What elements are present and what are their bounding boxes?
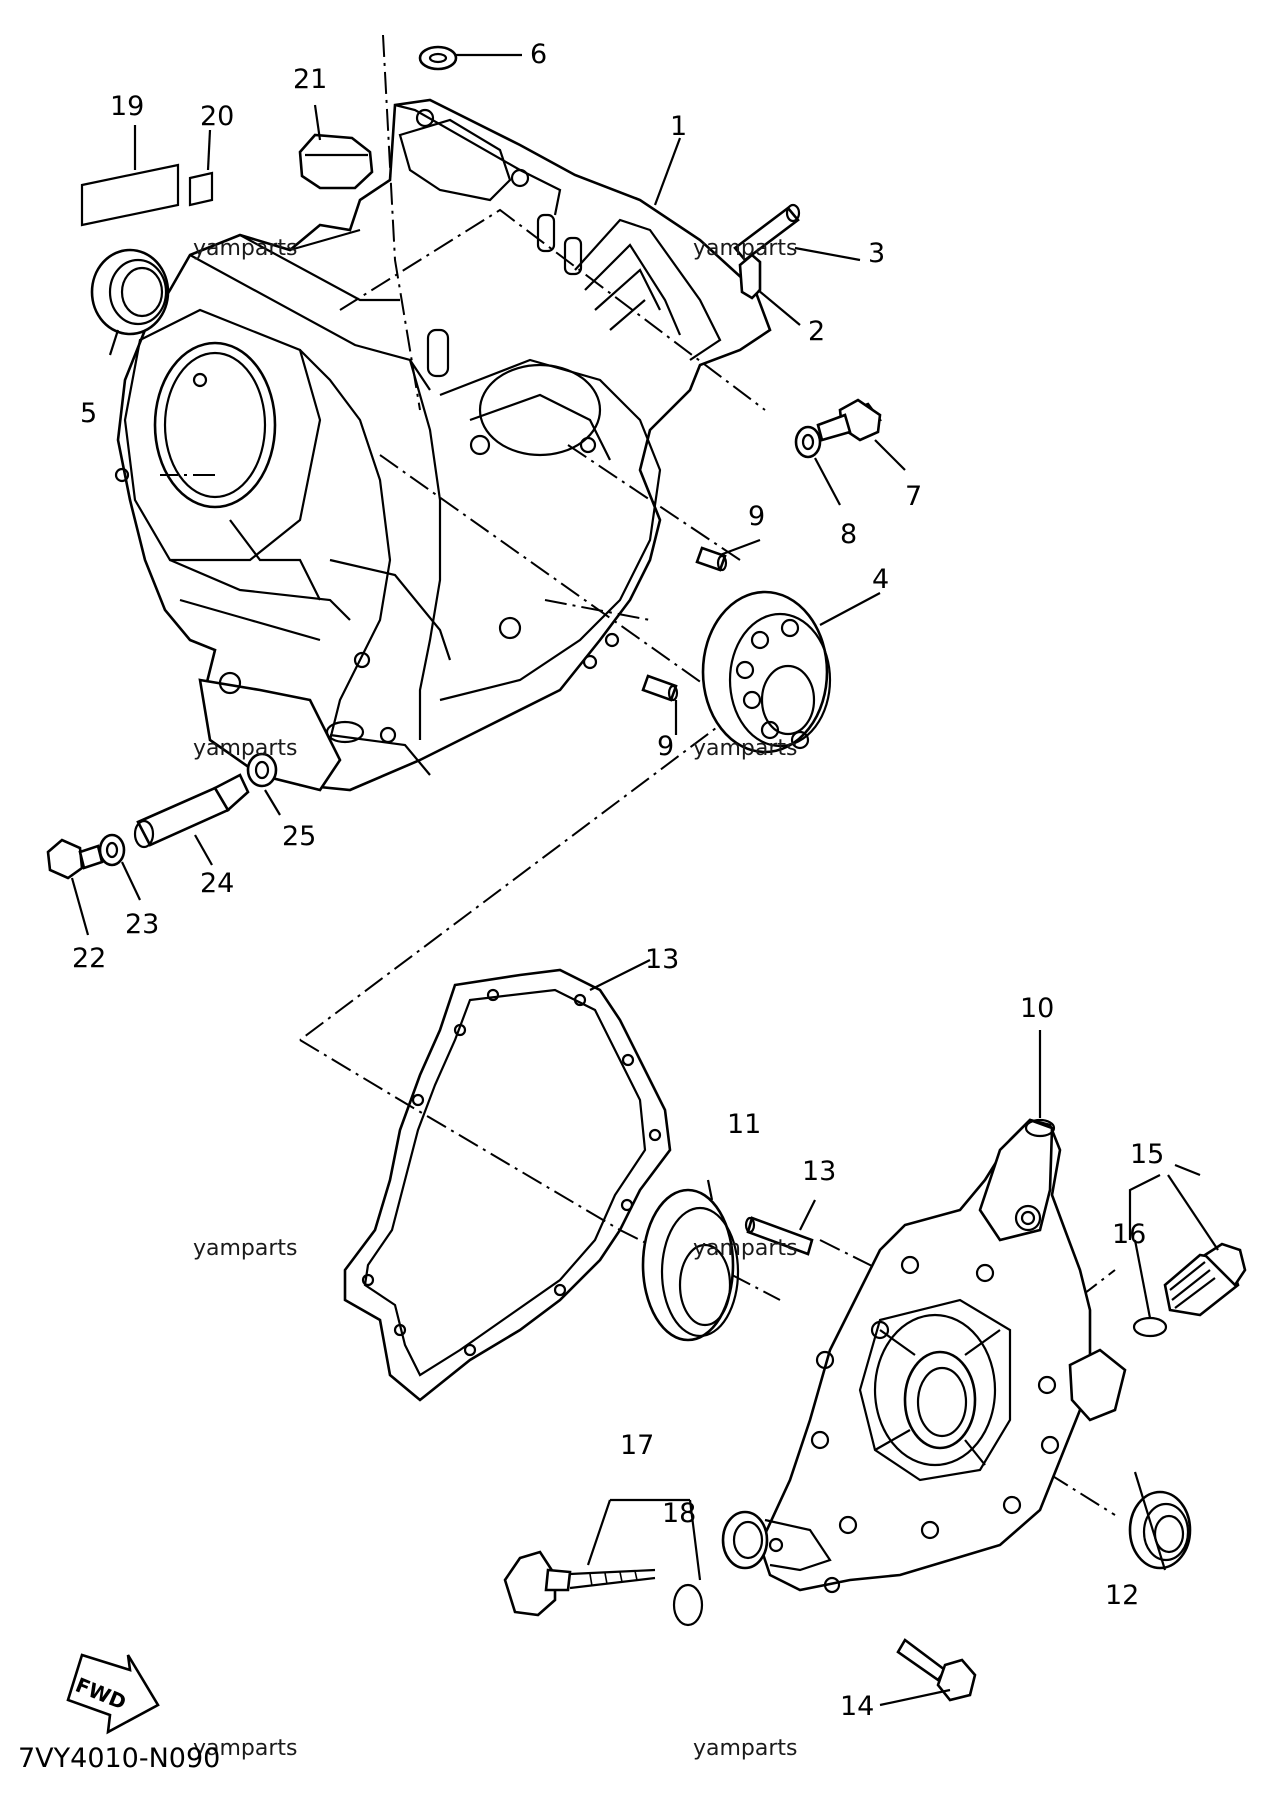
callout-10: 10 xyxy=(1020,993,1054,1024)
leader-lines xyxy=(70,53,1219,1707)
watermark: yamparts xyxy=(193,736,298,761)
callout-21: 20 xyxy=(200,101,234,132)
watermark: yamparts xyxy=(693,736,798,761)
watermark: yamparts xyxy=(193,1236,298,1261)
bolt-part-15 xyxy=(896,1638,977,1702)
callout-5: 5 xyxy=(80,398,97,429)
fwd-direction-arrow xyxy=(66,1653,160,1735)
callout-9-upper: 9 xyxy=(748,501,765,532)
callout-14: 13 xyxy=(645,944,679,975)
spacer-part-25 xyxy=(133,773,250,849)
callout-11: 11 xyxy=(727,1109,761,1140)
washer-part-8 xyxy=(794,425,822,459)
oil-seal-part-11 xyxy=(641,1188,740,1342)
upper-center-lines xyxy=(160,34,766,1041)
callout-2: 2 xyxy=(808,316,825,347)
o-ring-part-19 xyxy=(672,1583,704,1627)
callout-labels: 6 21 19 20 1 3 2 5 7 8 9 4 9 25 24 23 22… xyxy=(72,39,1164,1722)
clip-part-2 xyxy=(738,253,762,300)
plug-part-22 xyxy=(298,133,374,190)
callout-1: 1 xyxy=(670,111,687,142)
bearing-part-4 xyxy=(701,590,832,754)
watermark: yamparts xyxy=(693,236,798,261)
dowel-part-9-a xyxy=(695,546,728,572)
callout-25: 24 xyxy=(200,868,234,899)
callout-22: 21 xyxy=(293,64,327,95)
watermark: yamparts xyxy=(693,1736,798,1761)
diagram-code: 7VY4010-N090 xyxy=(18,1743,220,1774)
callout-3: 3 xyxy=(868,238,885,269)
callout-26: 25 xyxy=(282,821,316,852)
watermark: yamparts xyxy=(693,1236,798,1261)
callout-12: 12 xyxy=(1105,1580,1139,1611)
crankcase-body xyxy=(114,98,772,792)
watermark: yamparts xyxy=(193,236,298,261)
callout-6: 6 xyxy=(530,39,547,70)
callout-20: 19 xyxy=(110,91,144,122)
pin-part-13 xyxy=(744,1216,814,1256)
callout-24: 23 xyxy=(125,909,159,940)
callout-15: 14 xyxy=(840,1691,874,1722)
watermarks: yamparts yamparts yamparts yamparts yamp… xyxy=(193,236,798,1761)
level-switch-part-16 xyxy=(1163,1242,1247,1317)
washer-part-26 xyxy=(246,752,278,788)
bolt-part-7 xyxy=(816,398,882,442)
callout-23: 22 xyxy=(72,943,106,974)
callout-7: 7 xyxy=(905,481,922,512)
washer-part-24 xyxy=(98,833,126,867)
pin-part-3 xyxy=(733,203,801,262)
watermark: yamparts xyxy=(193,1736,298,1761)
gasket-part-14 xyxy=(343,968,672,1402)
o-ring-part-17 xyxy=(1132,1316,1168,1338)
callout-18: 17 xyxy=(620,1430,654,1461)
crankcase-cover-part-10 xyxy=(721,1118,1127,1594)
callout-19: 18 xyxy=(662,1498,696,1529)
washer-part-6 xyxy=(418,45,458,71)
callout-9-lower: 9 xyxy=(657,731,674,762)
callout-8: 8 xyxy=(840,519,857,550)
oil-seal-part-5 xyxy=(90,248,170,336)
dowel-part-9-b xyxy=(641,674,679,702)
callout-4: 4 xyxy=(872,564,889,595)
dipstick-part-18 xyxy=(503,1550,656,1617)
callout-16: 15 xyxy=(1130,1139,1164,1170)
label-plates-20-21 xyxy=(80,163,214,227)
callout-13: 13 xyxy=(802,1156,836,1187)
bolt-part-23 xyxy=(46,838,104,880)
callout-17: 16 xyxy=(1112,1219,1146,1250)
